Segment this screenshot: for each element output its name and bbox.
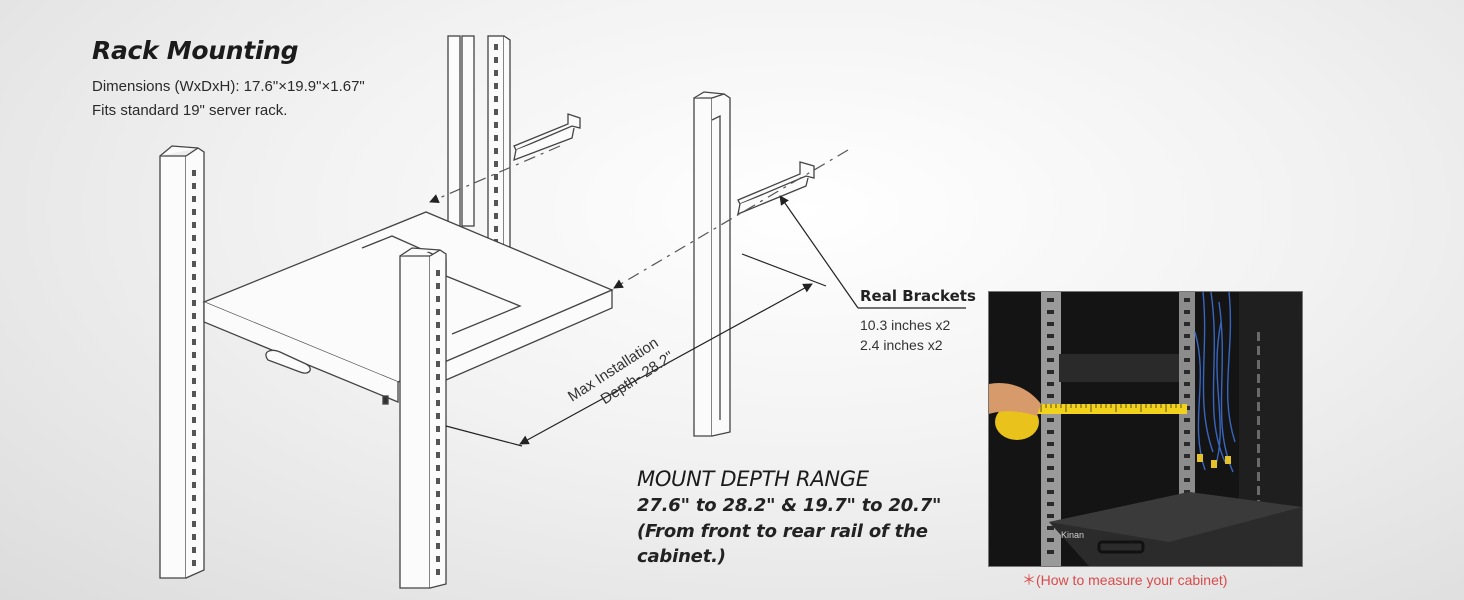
- svg-text:Max Installation Depth- 28: Max Installation Depth- 28.2": [565, 331, 677, 422]
- mount-depth-values: 27.6" to 28.2" & 19.7" to 20.7": [637, 495, 942, 516]
- rear-post-right: [693, 91, 731, 437]
- cable-clips: [1197, 454, 1231, 468]
- front-post-right-holes: [436, 270, 440, 575]
- photo-caption: ＊(How to measure your cabinet): [1022, 572, 1228, 588]
- mount-depth-title: MOUNT DEPTH RANGE: [637, 467, 869, 491]
- front-post-left-holes: [192, 170, 196, 566]
- cabinet-measure-photo: Kinan: [988, 291, 1303, 567]
- cabinet-rail-left: [1041, 292, 1061, 566]
- bracket-size-short: 2.4 inches x2: [860, 337, 943, 353]
- kvm-brand-logo: Kinan: [1061, 530, 1084, 540]
- side-bracket: [737, 161, 815, 216]
- bracket-size-long: 10.3 inches x2: [860, 317, 951, 333]
- rear-bracket: [513, 113, 581, 162]
- network-cables: [1194, 292, 1236, 473]
- depth-dimension: [445, 253, 827, 447]
- drawer-handle: [1097, 540, 1145, 554]
- bracket-callout: [779, 195, 966, 309]
- rack-mounting-diagram: Max Installation Depth- 28.2": [159, 35, 966, 589]
- dimensions-text: Dimensions (WxDxH): 17.6"×19.9"×1.67": [92, 78, 365, 95]
- cabinet-crossbar: [1059, 354, 1179, 382]
- mount-depth-note-line2: cabinet.): [637, 546, 726, 567]
- front-post-left: [159, 145, 205, 579]
- measuring-tape: [1037, 404, 1187, 414]
- mount-depth-note-line1: (From front to rear rail of the: [637, 521, 928, 542]
- hand: [989, 382, 1041, 416]
- rear-rail-left: [447, 35, 475, 227]
- fits-rack-text: Fits standard 19" server rack.: [92, 102, 288, 119]
- brackets-title: Real Brackets: [860, 287, 976, 305]
- alignment-lines: [429, 145, 849, 289]
- page-title: Rack Mounting: [92, 36, 299, 65]
- rear-rail-holed: [487, 35, 511, 262]
